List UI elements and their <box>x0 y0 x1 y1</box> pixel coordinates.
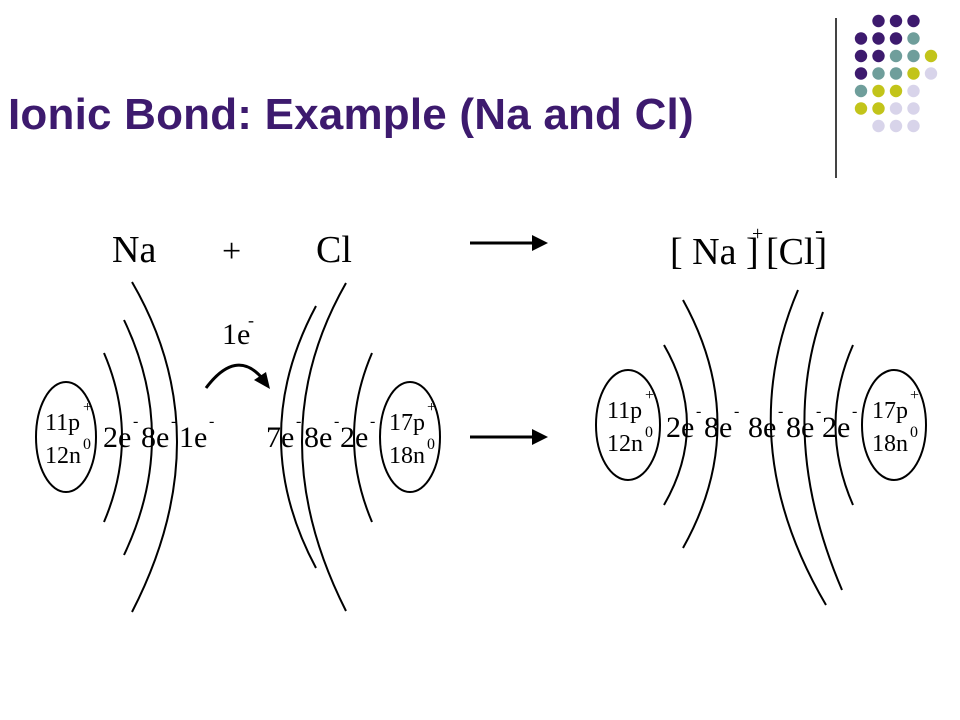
cl-shell-1-sup: - <box>370 413 375 430</box>
cl-ion-protons-sup: + <box>910 387 919 404</box>
decorative-dot <box>854 32 868 45</box>
decorative-dot <box>854 102 868 115</box>
title-divider-line <box>835 18 837 178</box>
decorative-dot <box>907 67 920 80</box>
decorative-dot <box>889 102 903 115</box>
decorative-dot <box>872 84 885 98</box>
decorative-dot <box>854 67 868 80</box>
na-ion-protons: 11p <box>607 398 642 424</box>
transfer-label-sup: - <box>248 310 254 330</box>
na-neutrons-sup: 0 <box>83 436 91 453</box>
reaction-arrow-middle <box>470 429 548 445</box>
na-ion-shell-2-sup: - <box>734 403 739 420</box>
na-shell-3-electrons: 1e <box>179 421 207 454</box>
cl-ion-shell-2-electrons: 8e <box>786 411 814 444</box>
na-ion-shell-1-electrons: 2e <box>666 411 694 444</box>
decorative-dot <box>889 32 903 45</box>
product-cl-ion-label: [Cl] <box>766 231 827 273</box>
plus-sign: + <box>222 233 241 270</box>
transfer-label: 1e <box>222 318 250 351</box>
decorative-dot-grid <box>854 14 938 133</box>
na-ion-shell-1-sup: - <box>696 403 701 420</box>
decorative-dot <box>854 84 868 98</box>
cl-shell-2-electrons: 8e <box>304 421 332 454</box>
decorative-dot <box>907 32 920 45</box>
decorative-dot <box>872 119 885 133</box>
na-shell-3-sup: - <box>209 413 214 430</box>
decorative-dot <box>889 49 903 63</box>
product-na-ion-label: [ Na ] <box>670 231 759 273</box>
cl-ion-protons: 17p <box>872 398 908 424</box>
decorative-dot <box>872 14 885 28</box>
na-shell-2 <box>123 319 153 556</box>
na-ion-shell-2 <box>682 299 719 549</box>
cl-protons: 17p <box>389 410 425 436</box>
electron-transfer-arrow <box>204 363 270 389</box>
cl-shell-2 <box>301 282 347 612</box>
na-ion-shell-1 <box>663 344 688 506</box>
na-ion-protons-sup: + <box>645 387 654 404</box>
na-shell-3 <box>131 281 178 613</box>
cl-shell-3-sup: - <box>296 413 301 430</box>
cl-protons-sup: + <box>427 399 436 416</box>
cl-ion: 8e - 8e - 2e - 17p + 18n 0 <box>748 289 927 606</box>
decorative-dot <box>872 32 885 45</box>
cl-shell-3-electrons: 7e <box>266 421 294 454</box>
cl-atom: 7e - 8e - 2e - 17p + 18n 0 <box>266 282 441 612</box>
product-na-charge: + <box>752 223 763 245</box>
decorative-dot <box>924 49 938 63</box>
na-atom: 11p + 12n 0 2e - 8e - 1e - <box>35 281 214 613</box>
cl-ion-shell-2-sup: - <box>816 403 821 420</box>
decorative-dot <box>907 119 920 133</box>
na-shell-2-electrons: 8e <box>141 421 169 454</box>
cl-ion-shell-1 <box>834 344 854 506</box>
na-shell-1-electrons: 2e <box>103 421 131 454</box>
decorative-dot <box>889 14 903 28</box>
na-protons-sup: + <box>83 399 92 416</box>
cl-shell-1 <box>353 352 373 523</box>
decorative-dot <box>889 119 903 133</box>
na-ion-neutrons: 12n <box>607 431 643 457</box>
cl-shell-3 <box>280 305 317 569</box>
slide-title: Ionic Bond: Example (Na and Cl) <box>8 90 694 139</box>
na-shell-1 <box>103 352 123 523</box>
cl-ion-shell-1-electrons: 2e <box>822 411 850 444</box>
na-protons: 11p <box>45 410 80 436</box>
cl-ion-shell-1-sup: - <box>852 403 857 420</box>
cl-ion-shell-3 <box>769 289 827 606</box>
na-ion: 11p + 12n 0 2e - 8e - <box>595 299 739 549</box>
cl-ion-neutrons: 18n <box>872 431 908 457</box>
cl-neutrons-sup: 0 <box>427 436 435 453</box>
decorative-dot <box>872 49 885 63</box>
na-ion-neutrons-sup: 0 <box>645 424 653 441</box>
cl-ion-neutrons-sup: 0 <box>910 424 918 441</box>
na-ion-shell-2-electrons: 8e <box>704 411 732 444</box>
cl-ion-shell-3-electrons: 8e <box>748 411 776 444</box>
decorative-dot <box>924 67 938 80</box>
cl-ion-shell-3-sup: - <box>778 403 783 420</box>
na-shell-1-sup: - <box>133 413 138 430</box>
reactant-na-label: Na <box>112 229 156 271</box>
na-shell-2-sup: - <box>171 413 176 430</box>
na-neutrons: 12n <box>45 443 81 469</box>
decorative-dot <box>907 49 920 63</box>
decorative-dot <box>907 84 920 98</box>
product-cl-charge: - <box>815 218 823 244</box>
decorative-dot <box>907 102 920 115</box>
reaction-arrow-top <box>470 235 548 251</box>
cl-shell-2-sup: - <box>334 413 339 430</box>
decorative-dot <box>854 49 868 63</box>
reactant-cl-label: Cl <box>316 229 352 271</box>
decorative-dot <box>872 67 885 80</box>
cl-shell-1-electrons: 2e <box>340 421 368 454</box>
decorative-dot <box>889 67 903 80</box>
cl-ion-shell-2 <box>803 311 843 591</box>
decorative-dot <box>889 84 903 98</box>
cl-neutrons: 18n <box>389 443 425 469</box>
decorative-dot <box>872 102 885 115</box>
decorative-dot <box>907 14 920 28</box>
